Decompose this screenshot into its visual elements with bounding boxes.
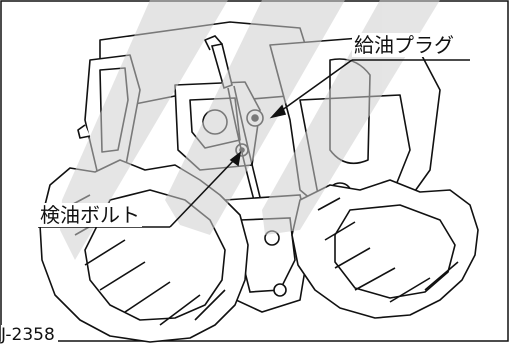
check-bolt-label: 検油ボルト xyxy=(38,203,142,227)
watermark-stripes xyxy=(60,0,440,260)
figure-code: J-2358 xyxy=(1,325,58,345)
leader-lines xyxy=(38,59,470,228)
right-tire xyxy=(291,179,479,319)
fill-plug-label: 給油プラグ xyxy=(352,33,456,57)
